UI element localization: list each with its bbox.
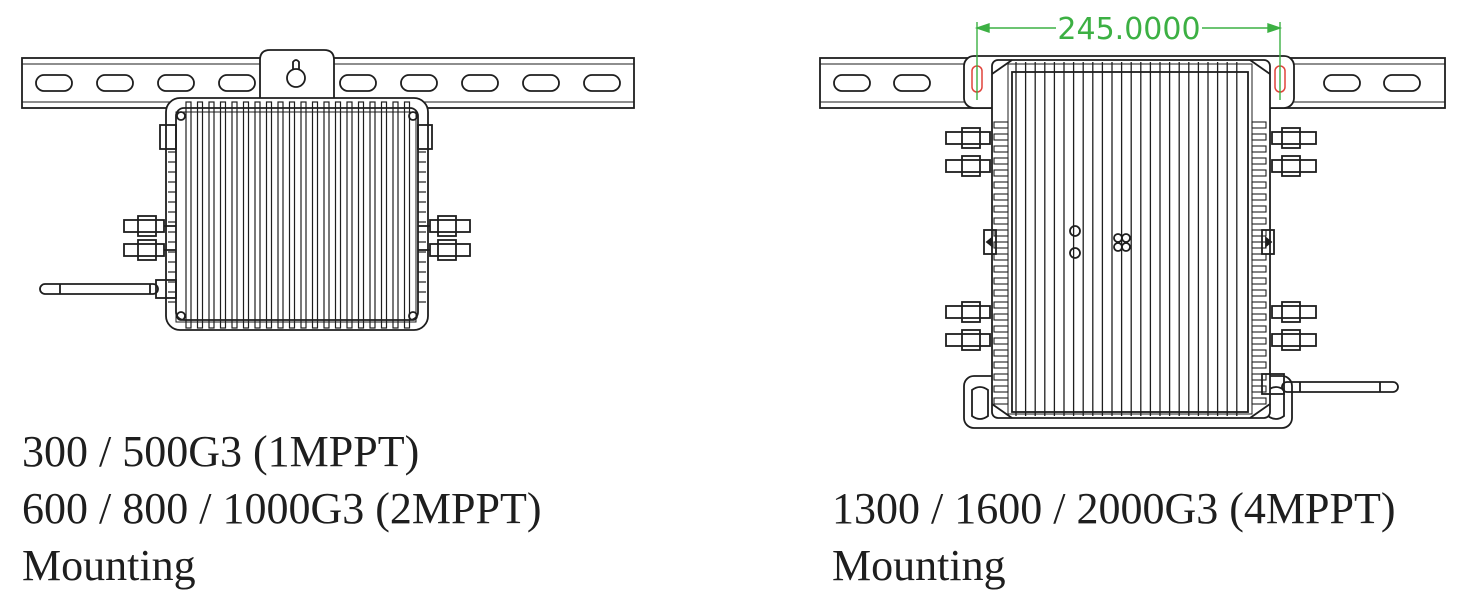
connector-right-1	[418, 215, 471, 237]
right-inverter-body	[983, 59, 1275, 419]
left-hanging-bracket	[259, 49, 335, 113]
left-inverter-unit	[21, 49, 635, 331]
connector-left-2	[123, 239, 176, 261]
connector-left-1	[123, 215, 176, 237]
left-unit-caption: 300 / 500G3 (1MPPT) 600 / 800 / 1000G3 (…	[22, 423, 541, 594]
connector-right-2	[418, 239, 471, 261]
heat-sink-fins	[1015, 62, 1238, 416]
right-caption-models-4mppt: 1300 / 1600 / 2000G3 (4MPPT)	[832, 484, 1396, 533]
left-caption-mounting: Mounting	[22, 541, 196, 590]
rail-slots	[833, 74, 1421, 92]
right-caption-mounting: Mounting	[832, 541, 1006, 590]
left-antenna	[39, 279, 177, 299]
right-unit-caption: 1300 / 1600 / 2000G3 (4MPPT) Mounting	[832, 480, 1395, 594]
left-caption-models-2mppt: 600 / 800 / 1000G3 (2MPPT)	[22, 484, 542, 533]
dimension-marker	[974, 22, 1283, 100]
right-antenna	[1261, 373, 1399, 395]
left-dc-connectors	[123, 215, 471, 261]
side-teeth	[168, 151, 426, 303]
dimension-label: 245.0000	[1057, 12, 1200, 47]
left-caption-models-1mppt: 300 / 500G3 (1MPPT)	[22, 427, 420, 476]
right-dc-connectors	[945, 127, 1317, 351]
right-inverter-unit: 245.0000	[819, 12, 1446, 429]
left-inverter-body	[159, 97, 433, 331]
heat-sink-fins	[185, 101, 411, 329]
side-teeth	[993, 121, 1267, 405]
rail-slots	[35, 74, 621, 92]
